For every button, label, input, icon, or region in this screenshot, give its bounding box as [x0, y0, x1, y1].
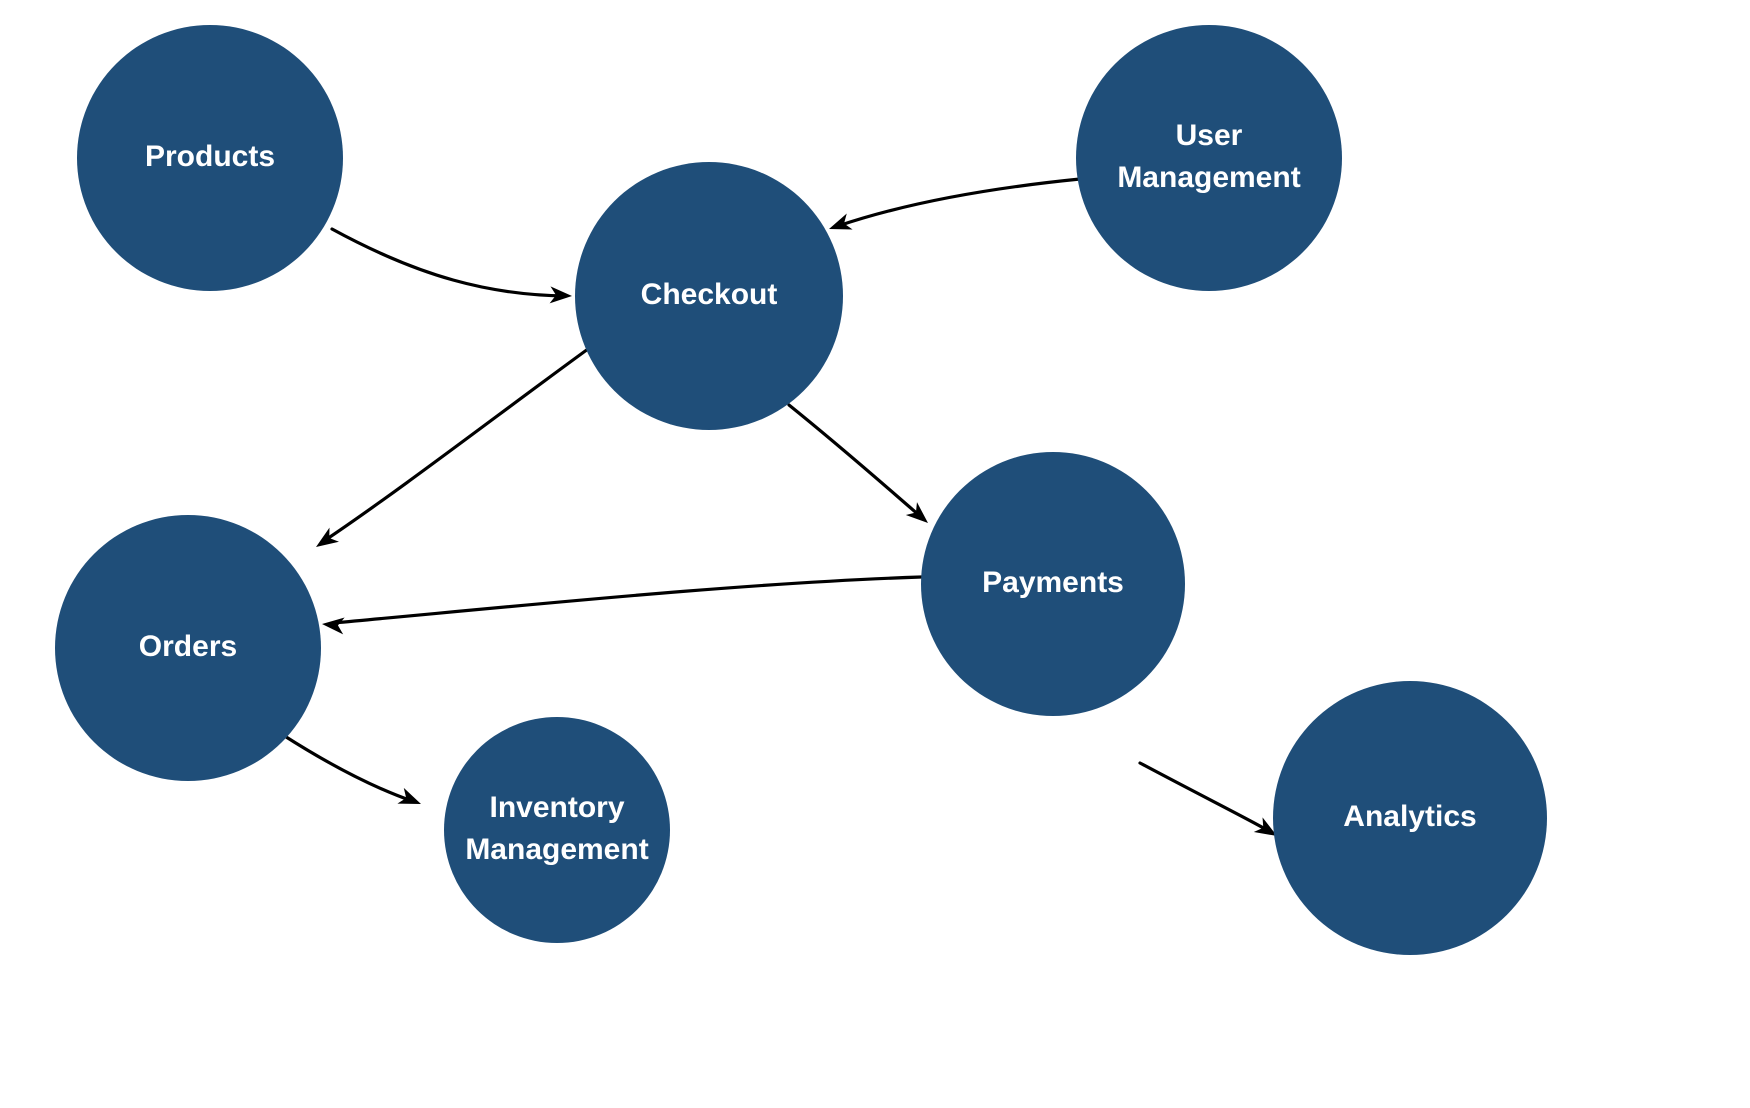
node-products[interactable]: Products [77, 25, 343, 291]
node-circle[interactable] [1273, 681, 1547, 955]
node-label-line: User [1176, 119, 1243, 152]
node-label: Payments [982, 566, 1124, 599]
node-label: Products [145, 140, 275, 173]
edge-checkout-to-orders [316, 347, 590, 547]
node-label: Checkout [641, 278, 778, 311]
node-circle[interactable] [921, 452, 1185, 716]
node-circle[interactable] [1076, 25, 1342, 291]
arrowhead-icon [829, 213, 853, 230]
arrowhead-icon [1253, 817, 1277, 836]
node-label-line: Checkout [641, 278, 778, 311]
node-analytics[interactable]: Analytics [1273, 681, 1547, 955]
edge-line [331, 575, 923, 625]
node-label: Orders [139, 630, 237, 663]
edge-line [281, 733, 414, 803]
node-label: Analytics [1343, 800, 1476, 833]
node-circle[interactable] [77, 25, 343, 291]
node-label-line: Products [145, 140, 275, 173]
arrowhead-icon [322, 617, 345, 635]
edge-payments-to-analytics [1138, 761, 1277, 836]
node-orders[interactable]: Orders [55, 515, 321, 781]
edge-user-management-to-checkout [829, 177, 1082, 230]
edge-line [322, 347, 590, 543]
edge-orders-to-inventory-management [281, 733, 421, 804]
node-circle[interactable] [55, 515, 321, 781]
arrowhead-icon [905, 502, 928, 523]
edge-line [1138, 761, 1269, 832]
node-label-line: Orders [139, 630, 237, 663]
arrowhead-icon [316, 527, 339, 547]
edge-checkout-to-payments [787, 403, 928, 523]
node-label-line: Payments [982, 566, 1124, 599]
node-label-line: Management [465, 833, 648, 866]
arrowhead-icon [397, 787, 421, 804]
edge-payments-to-orders [322, 575, 923, 635]
edge-products-to-checkout [330, 227, 572, 304]
node-payments[interactable]: Payments [921, 452, 1185, 716]
node-label-line: Analytics [1343, 800, 1476, 833]
node-label-line: Management [1117, 161, 1300, 194]
node-circle[interactable] [444, 717, 670, 943]
node-label-line: Inventory [489, 791, 624, 824]
edge-line [330, 227, 568, 298]
edge-line [787, 403, 922, 518]
node-circle[interactable] [575, 162, 843, 430]
edge-line [836, 177, 1082, 228]
edges-layer [281, 177, 1277, 836]
node-checkout[interactable]: Checkout [575, 162, 843, 430]
arrowhead-icon [549, 286, 572, 304]
